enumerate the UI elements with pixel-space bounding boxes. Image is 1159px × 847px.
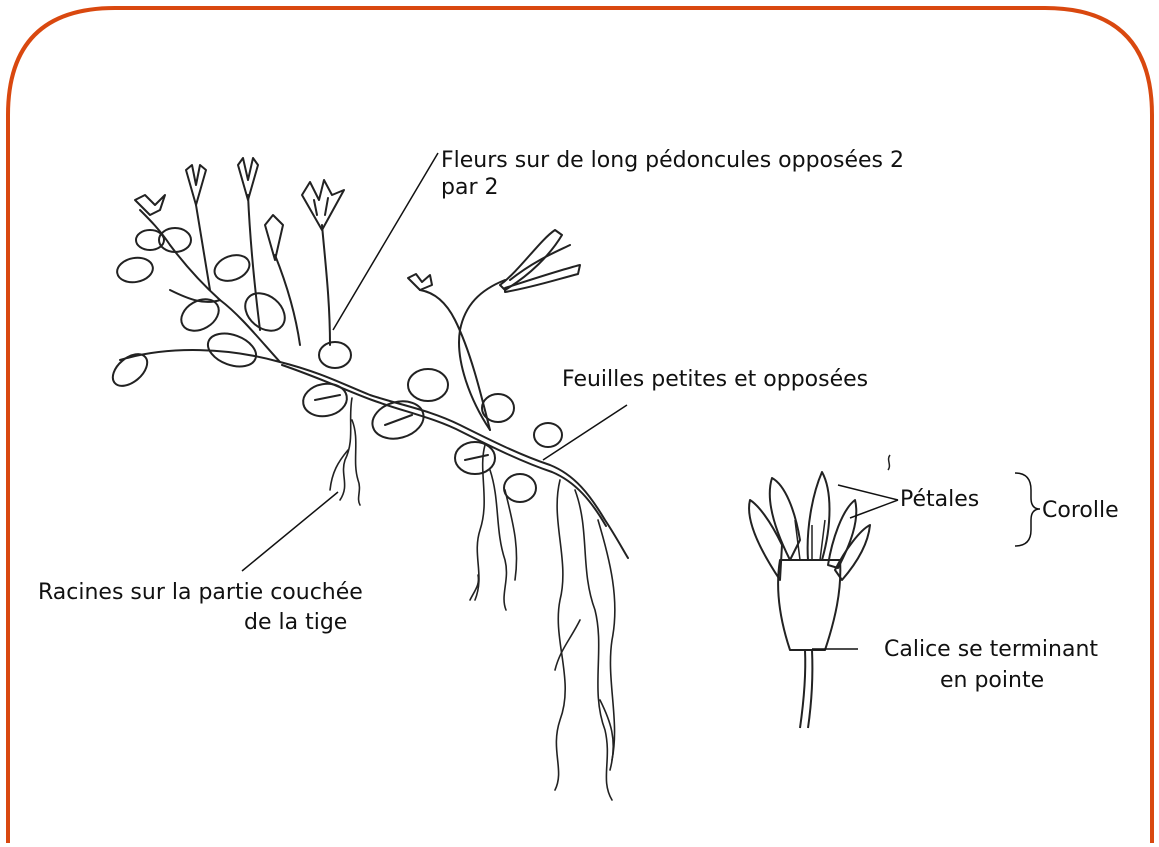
leaf bbox=[115, 255, 155, 285]
upper-branch bbox=[170, 245, 280, 362]
label-calyx-line2: en pointe bbox=[940, 667, 1044, 694]
calyx-stem bbox=[800, 650, 812, 728]
leaf bbox=[319, 342, 351, 368]
flower bbox=[186, 165, 206, 205]
leader-lines bbox=[242, 153, 1040, 649]
leader-leaves bbox=[543, 405, 627, 460]
plant-drawing bbox=[107, 158, 628, 800]
label-leaves: Feuilles petites et opposées bbox=[562, 366, 868, 393]
flower bbox=[238, 158, 258, 200]
flower-detail bbox=[749, 455, 890, 728]
flower bbox=[135, 195, 165, 215]
corolla-bracket bbox=[1015, 473, 1040, 546]
leader-petals-1 bbox=[838, 485, 898, 500]
leaf bbox=[238, 286, 292, 339]
leader-flowers bbox=[333, 153, 438, 330]
label-calyx-line1: Calice se terminant bbox=[884, 636, 1098, 663]
peduncle bbox=[275, 255, 300, 345]
petal bbox=[808, 472, 830, 560]
leaf bbox=[482, 394, 514, 422]
leaf bbox=[211, 251, 253, 286]
peduncle bbox=[420, 290, 490, 430]
label-flowers-line2: par 2 bbox=[441, 174, 498, 201]
petal bbox=[770, 478, 800, 560]
flower bbox=[408, 274, 432, 290]
leaf bbox=[504, 474, 536, 502]
petal bbox=[749, 500, 782, 580]
calyx bbox=[778, 560, 840, 650]
flower bbox=[265, 215, 283, 260]
label-petals: Pétales bbox=[900, 486, 979, 513]
frame-border bbox=[8, 8, 1152, 843]
peduncle bbox=[322, 225, 330, 345]
flower-cluster bbox=[500, 230, 580, 292]
label-roots-line2: de la tige bbox=[244, 609, 347, 636]
label-corolla: Corolle bbox=[1042, 497, 1119, 524]
label-roots-line1: Racines sur la partie couchée bbox=[38, 579, 363, 606]
leaf bbox=[408, 369, 448, 401]
leaf bbox=[534, 423, 562, 447]
label-flowers-line1: Fleurs sur de long pédoncules opposées 2 bbox=[441, 147, 904, 174]
flower bbox=[302, 180, 344, 230]
leaf bbox=[301, 380, 350, 419]
leaf bbox=[176, 293, 225, 337]
leader-roots bbox=[242, 492, 338, 571]
